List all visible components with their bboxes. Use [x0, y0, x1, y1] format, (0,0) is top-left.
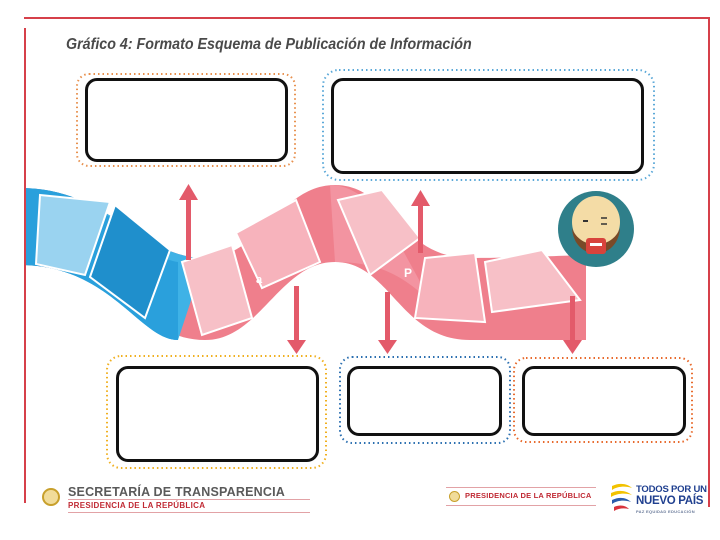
logo-line-1: TODOS POR UN	[636, 484, 707, 495]
top-right-dotted-frame	[322, 69, 655, 181]
bottom-left-dotted-frame	[106, 355, 327, 469]
coat-of-arms-icon	[449, 491, 460, 502]
arrow-up-1	[179, 184, 198, 260]
arrow-down-3	[563, 296, 582, 354]
divider	[68, 512, 310, 513]
logo-line-3: PAZ EQUIDAD EDUCACIÓN	[636, 509, 695, 514]
frame-left-line	[24, 28, 26, 503]
divider	[446, 487, 596, 488]
bottom-middle-dotted-frame	[339, 356, 511, 444]
coat-of-arms-icon	[42, 488, 60, 506]
arrow-up-2	[411, 190, 430, 253]
bottom-middle-box[interactable]	[347, 366, 502, 436]
logo-line-2: NUEVO PAÍS	[636, 495, 704, 507]
presidencia-logo: PRESIDENCIA DE LA REPÚBLICA	[446, 486, 596, 512]
arrow-down-1	[287, 286, 306, 354]
nuevo-pais-logo: TODOS POR UN NUEVO PAÍS PAZ EQUIDAD EDUC…	[608, 476, 712, 522]
frame-right-line	[708, 17, 710, 507]
nuevo-pais-emblem-icon	[611, 483, 632, 511]
frame-top-line	[24, 17, 710, 19]
top-left-box[interactable]	[85, 78, 288, 162]
bottom-left-box[interactable]	[116, 366, 319, 462]
top-left-dotted-frame	[76, 73, 296, 167]
arrow-down-2	[378, 292, 397, 354]
band-label-p: P	[404, 266, 412, 280]
secretaria-logo: SECRETARÍA DE TRANSPARENCIA PRESIDENCIA …	[40, 482, 310, 516]
band-panels	[34, 188, 582, 337]
bottom-right-dotted-frame	[513, 357, 693, 443]
man-with-beard-icon	[558, 191, 634, 267]
top-right-box[interactable]	[331, 78, 644, 174]
divider	[68, 499, 310, 500]
secretaria-name: SECRETARÍA DE TRANSPARENCIA	[68, 485, 285, 499]
secretaria-subtitle: PRESIDENCIA DE LA REPÚBLICA	[68, 501, 206, 510]
divider	[446, 505, 596, 506]
bottom-right-box[interactable]	[522, 366, 686, 436]
page-title: Gráfico 4: Formato Esquema de Publicació…	[66, 36, 472, 53]
presidencia-name: PRESIDENCIA DE LA REPÚBLICA	[465, 491, 592, 500]
band-label-a: a	[256, 274, 263, 286]
